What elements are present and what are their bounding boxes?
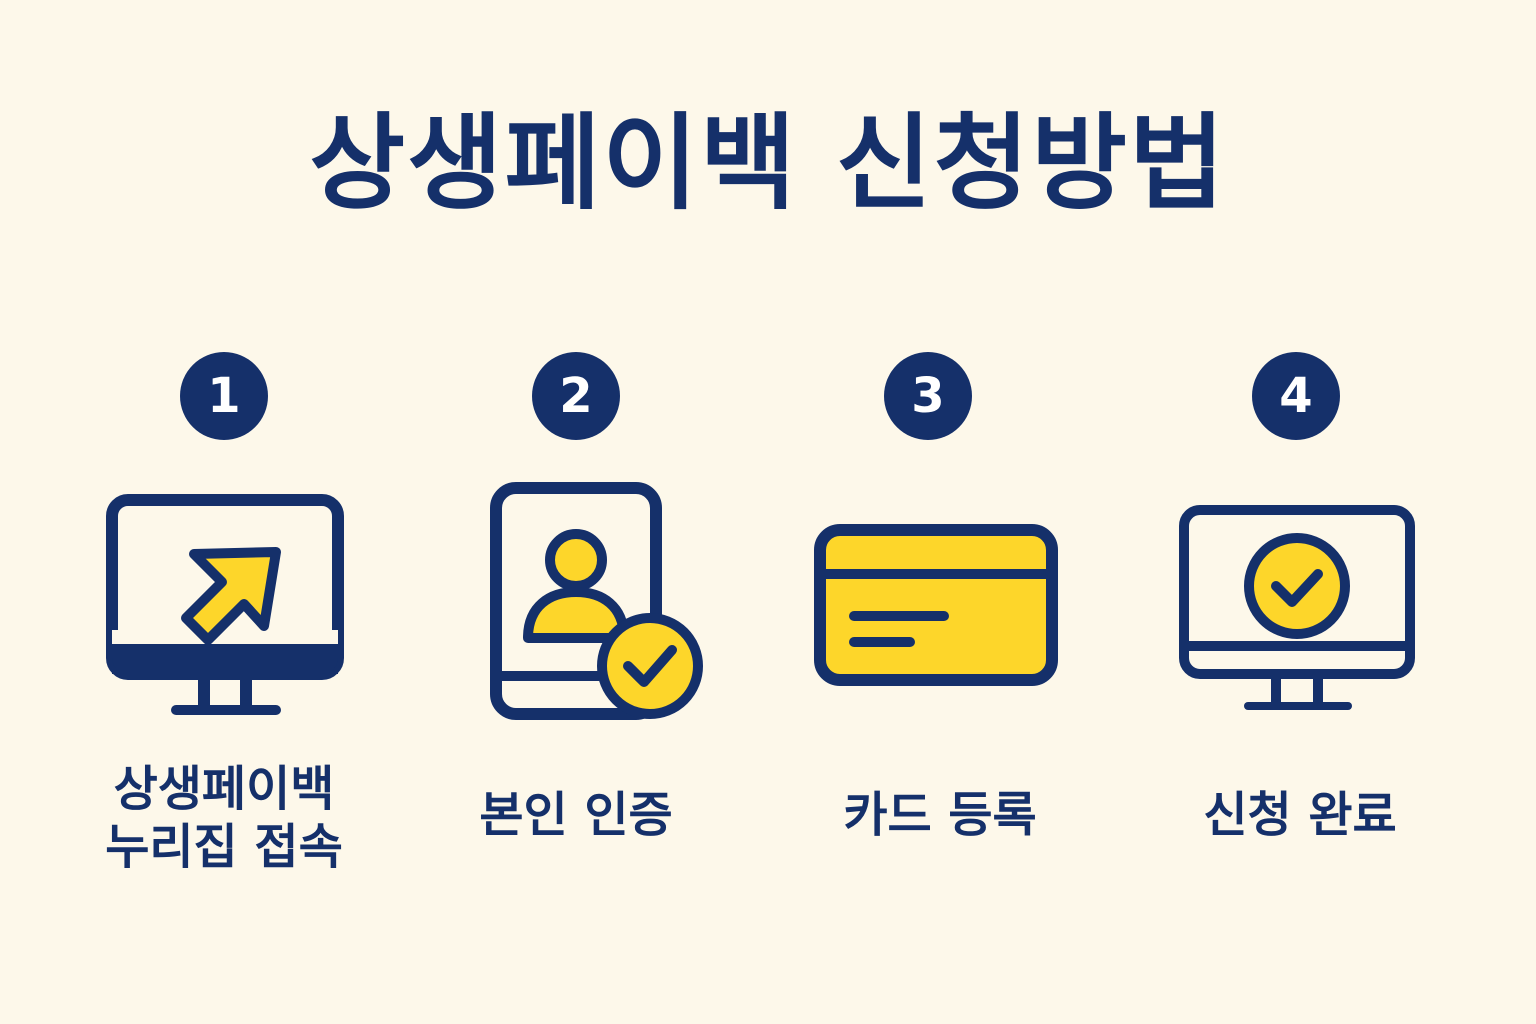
step-label: 상생페이백 누리집 접속 — [74, 760, 374, 876]
step-1: 1 상생페이백 누리집 접속 — [74, 0, 374, 1024]
monitor-arrow-icon — [104, 480, 348, 724]
step-label-line: 상생페이백 — [113, 761, 335, 817]
step-label: 본인 인증 — [426, 786, 726, 844]
step-label-line: 카드 등록 — [843, 787, 1037, 843]
step-label-line: 신청 완료 — [1203, 787, 1397, 843]
phone-user-check-icon — [488, 480, 708, 728]
step-number-badge: 1 — [180, 352, 268, 440]
step-2: 2 본인 인증 — [426, 0, 726, 1024]
step-label: 신청 완료 — [1150, 786, 1450, 844]
page-title: 상생페이백 신청방법 — [309, 102, 1227, 224]
step-number-badge: 3 — [884, 352, 972, 440]
monitor-check-icon — [1176, 480, 1422, 724]
step-label-line: 누리집 접속 — [105, 819, 343, 875]
step-number-badge: 4 — [1252, 352, 1340, 440]
step-3: 3 카드 등록 — [790, 0, 1090, 1024]
step-label: 카드 등록 — [790, 786, 1090, 844]
step-label-line: 본인 인증 — [479, 787, 673, 843]
step-number-badge: 2 — [532, 352, 620, 440]
step-4: 4 신청 완료 — [1150, 0, 1450, 1024]
credit-card-icon — [810, 480, 1060, 724]
